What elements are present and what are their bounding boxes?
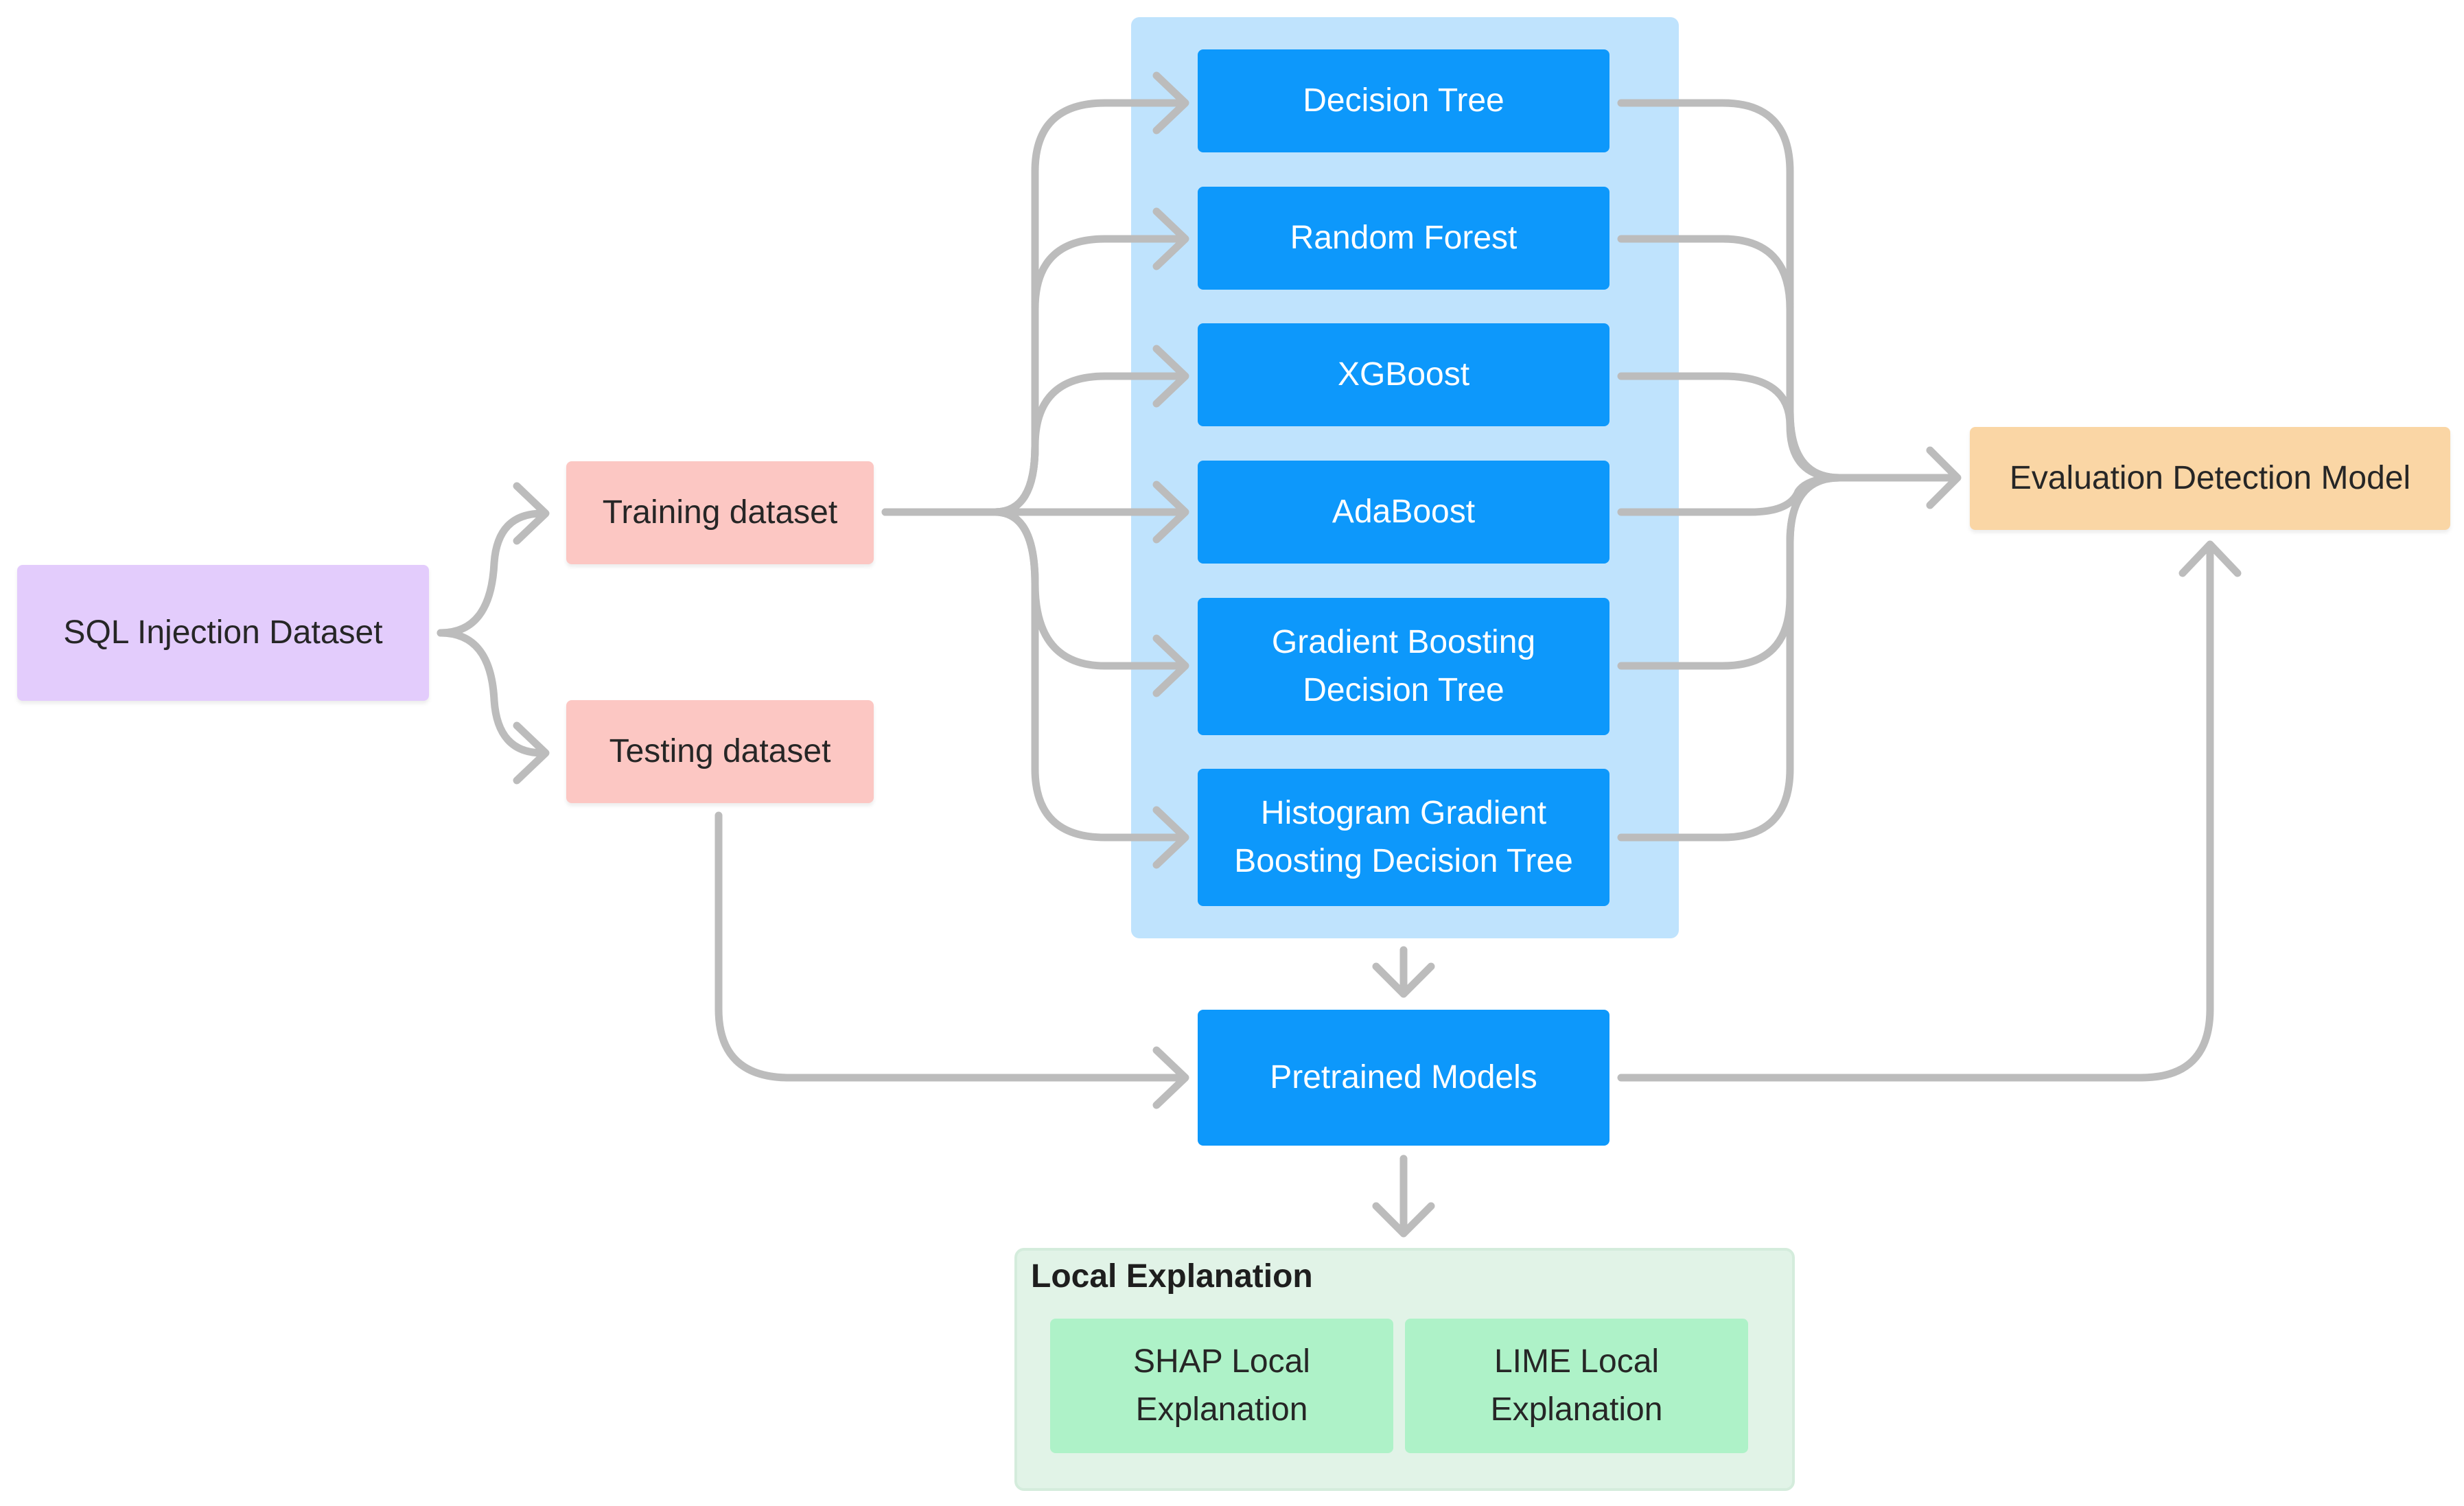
- arrowhead-gbdt: [1152, 634, 1189, 697]
- edge-training-to-xgboost: [991, 372, 1186, 516]
- arrowhead-training: [513, 482, 550, 545]
- model-node-xgboost: XGBoost: [1198, 323, 1609, 426]
- model-node-adaboost: AdaBoost: [1198, 461, 1609, 564]
- edge-testing-to-pretrained: [714, 811, 1186, 1082]
- edge-training-to-hgbdt: [991, 508, 1186, 842]
- edge-source-to-testing: [437, 629, 546, 757]
- lime-local-explanation-node: LIME Local Explanation: [1405, 1319, 1748, 1453]
- model-node-decision-tree: Decision Tree: [1198, 49, 1609, 152]
- model-label: Random Forest: [1290, 220, 1518, 257]
- arrowhead-evaluation-up: [2178, 540, 2242, 577]
- edge-hgbdt-to-evaluation: [1617, 474, 1844, 842]
- arrowhead-evaluation: [1926, 446, 1962, 509]
- testing-dataset-node: Testing dataset: [566, 700, 874, 803]
- edge-source-to-training: [437, 509, 546, 637]
- arrowhead-hgbdt: [1152, 806, 1189, 869]
- sql-injection-dataset-label: SQL Injection Dataset: [63, 614, 383, 651]
- arrowhead-decision-tree: [1152, 71, 1189, 135]
- arrowhead-random-forest: [1152, 207, 1189, 270]
- pretrained-models-label: Pretrained Models: [1270, 1059, 1537, 1096]
- model-label-line-2: Decision Tree: [1303, 672, 1504, 708]
- evaluation-detection-model-label: Evaluation Detection Model: [2009, 460, 2411, 497]
- arrowhead-testing: [513, 721, 550, 785]
- model-label-line-1: Histogram Gradient: [1260, 795, 1547, 832]
- model-node-histogram-gradient-boosting-decision-tree: Histogram Gradient Boosting Decision Tre…: [1198, 769, 1609, 906]
- arrowhead-explanation: [1372, 1202, 1435, 1238]
- model-label: AdaBoost: [1332, 494, 1476, 531]
- shap-label-line-2: Explanation: [1135, 1391, 1308, 1428]
- lime-label-line-2: Explanation: [1490, 1391, 1663, 1428]
- model-label-line-2: Boosting Decision Tree: [1234, 843, 1573, 879]
- model-node-random-forest: Random Forest: [1198, 187, 1609, 290]
- arrowhead-xgboost: [1152, 345, 1189, 408]
- shap-local-explanation-node: SHAP Local Explanation: [1050, 1319, 1393, 1453]
- model-label: XGBoost: [1337, 356, 1470, 393]
- local-explanation-title: Local Explanation: [1031, 1258, 1313, 1295]
- training-dataset-node: Training dataset: [566, 461, 874, 564]
- arrowhead-testing-pretrained: [1152, 1046, 1189, 1109]
- model-node-gradient-boosting-decision-tree: Gradient Boosting Decision Tree: [1198, 598, 1609, 735]
- edge-xgboost-to-evaluation: [1617, 372, 1844, 482]
- arrowhead-adaboost: [1152, 480, 1189, 544]
- training-dataset-label: Training dataset: [602, 494, 838, 531]
- pretrained-models-node: Pretrained Models: [1198, 1010, 1609, 1146]
- edge-pretrained-to-evaluation: [1617, 542, 2214, 1082]
- testing-dataset-label: Testing dataset: [609, 733, 831, 770]
- lime-label-line-1: LIME Local: [1493, 1343, 1660, 1380]
- evaluation-detection-model-node: Evaluation Detection Model: [1970, 427, 2450, 530]
- shap-label-line-1: SHAP Local: [1133, 1343, 1310, 1380]
- arrowhead-pretrained-down: [1372, 962, 1435, 998]
- sql-injection-dataset-node: SQL Injection Dataset: [17, 565, 429, 701]
- model-label: Decision Tree: [1303, 82, 1504, 119]
- model-label-line-1: Gradient Boosting: [1271, 624, 1536, 661]
